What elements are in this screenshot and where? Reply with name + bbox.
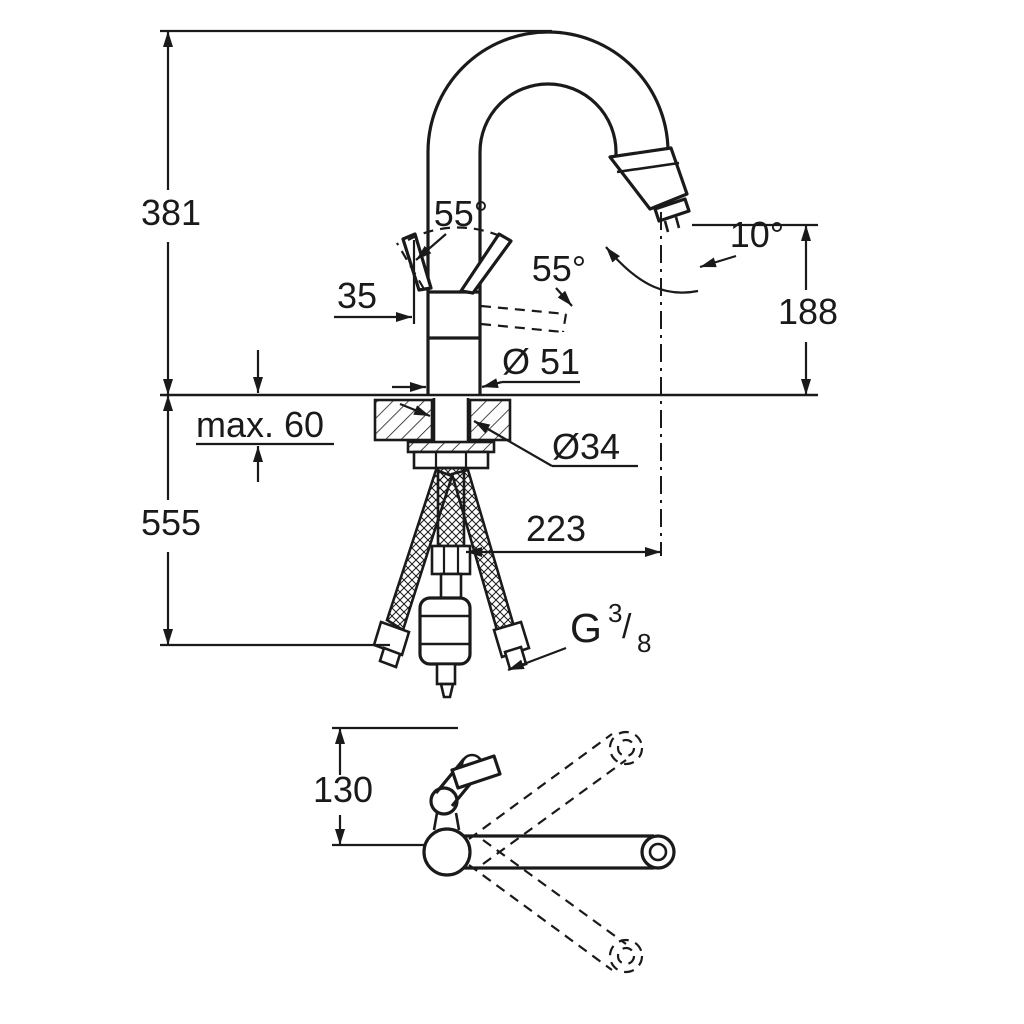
- angle-55-right-leader: [555, 287, 573, 307]
- spray-outlet-ticks: [663, 216, 681, 233]
- handle-paddle-top-view: [450, 754, 502, 790]
- valve-outlet: [435, 662, 457, 686]
- dim-35-label: 35: [337, 275, 377, 316]
- spout-inner-edge: [478, 82, 618, 292]
- angle-10-leader: [699, 254, 737, 269]
- handle-side-position-dashed: [480, 304, 568, 334]
- swivel-arm-lower-dashed: [468, 839, 627, 971]
- dia-34-leader: [473, 420, 553, 467]
- hex-fitting-facets: [442, 546, 460, 574]
- swivel-head-lower-outer: [608, 938, 644, 974]
- handle-swing-arc: [407, 226, 506, 241]
- dimension-layer: 381 555 188 max. 60 35 55° 55° 10° Ø 51: [141, 29, 838, 847]
- mounting-nut: [412, 450, 490, 470]
- faucet-top-view: [422, 730, 676, 974]
- valve-neck: [439, 572, 463, 600]
- swivel-head-upper-inner: [616, 738, 636, 758]
- spray-head-joint: [616, 161, 680, 174]
- handle-lever-right: [459, 232, 513, 295]
- base-circle-top-view: [422, 827, 472, 877]
- dia-51-arrow-right: [481, 378, 503, 389]
- spout-arm-top-view: [463, 834, 654, 870]
- angle-55-left-leader: [415, 233, 447, 261]
- hose-right-stub: [503, 645, 528, 671]
- angle-10-arc: [605, 246, 699, 294]
- dia-34-arrow-left: [399, 402, 431, 418]
- thread-leader: [507, 646, 567, 672]
- thread-letter-label: G: [570, 605, 602, 651]
- check-valve-bands: [420, 614, 470, 646]
- thread-label-group: G 3 / 8: [507, 598, 651, 672]
- handle-lever-alt-dashed: [396, 242, 425, 290]
- angle-55-left-label: 55°: [434, 193, 488, 234]
- swivel-arm-upper-dashed: [468, 733, 627, 865]
- dia-34-label: Ø34: [552, 426, 620, 467]
- hex-fitting: [430, 544, 472, 576]
- hose-left-nut: [372, 620, 411, 657]
- dim-223-label: 223: [526, 508, 586, 549]
- mounting-shank: [432, 398, 470, 442]
- spray-nozzle: [653, 197, 691, 223]
- dim-130-label: 130: [313, 769, 373, 810]
- handle-hub-links: [432, 812, 461, 831]
- valve-tip: [439, 682, 455, 699]
- dim-555-label: 555: [141, 502, 201, 543]
- hose-left-stub: [378, 646, 402, 669]
- dim-max60-label: max. 60: [196, 404, 324, 445]
- dia-51-label: Ø 51: [502, 341, 580, 382]
- swivel-head-lower-inner: [616, 946, 636, 966]
- spray-head-inner-top-view: [648, 842, 668, 862]
- dim-188-label: 188: [778, 291, 838, 332]
- spray-head: [608, 146, 689, 211]
- mounting-washer: [406, 440, 496, 454]
- mounting-nut-facets: [434, 452, 468, 468]
- thread-denominator-label: 8: [637, 628, 651, 658]
- swivel-head-upper-outer: [608, 730, 644, 766]
- counter-section-right: [468, 398, 512, 442]
- thread-slash-label: /: [622, 608, 632, 646]
- angle-55-right-label: 55°: [532, 248, 586, 289]
- dim-381-label: 381: [141, 192, 201, 233]
- angle-10-label: 10°: [730, 214, 784, 255]
- check-valve-body: [418, 596, 472, 666]
- faucet-body: [426, 290, 482, 395]
- thread-numerator-label: 3: [608, 598, 622, 628]
- handle-lever-left: [401, 232, 433, 292]
